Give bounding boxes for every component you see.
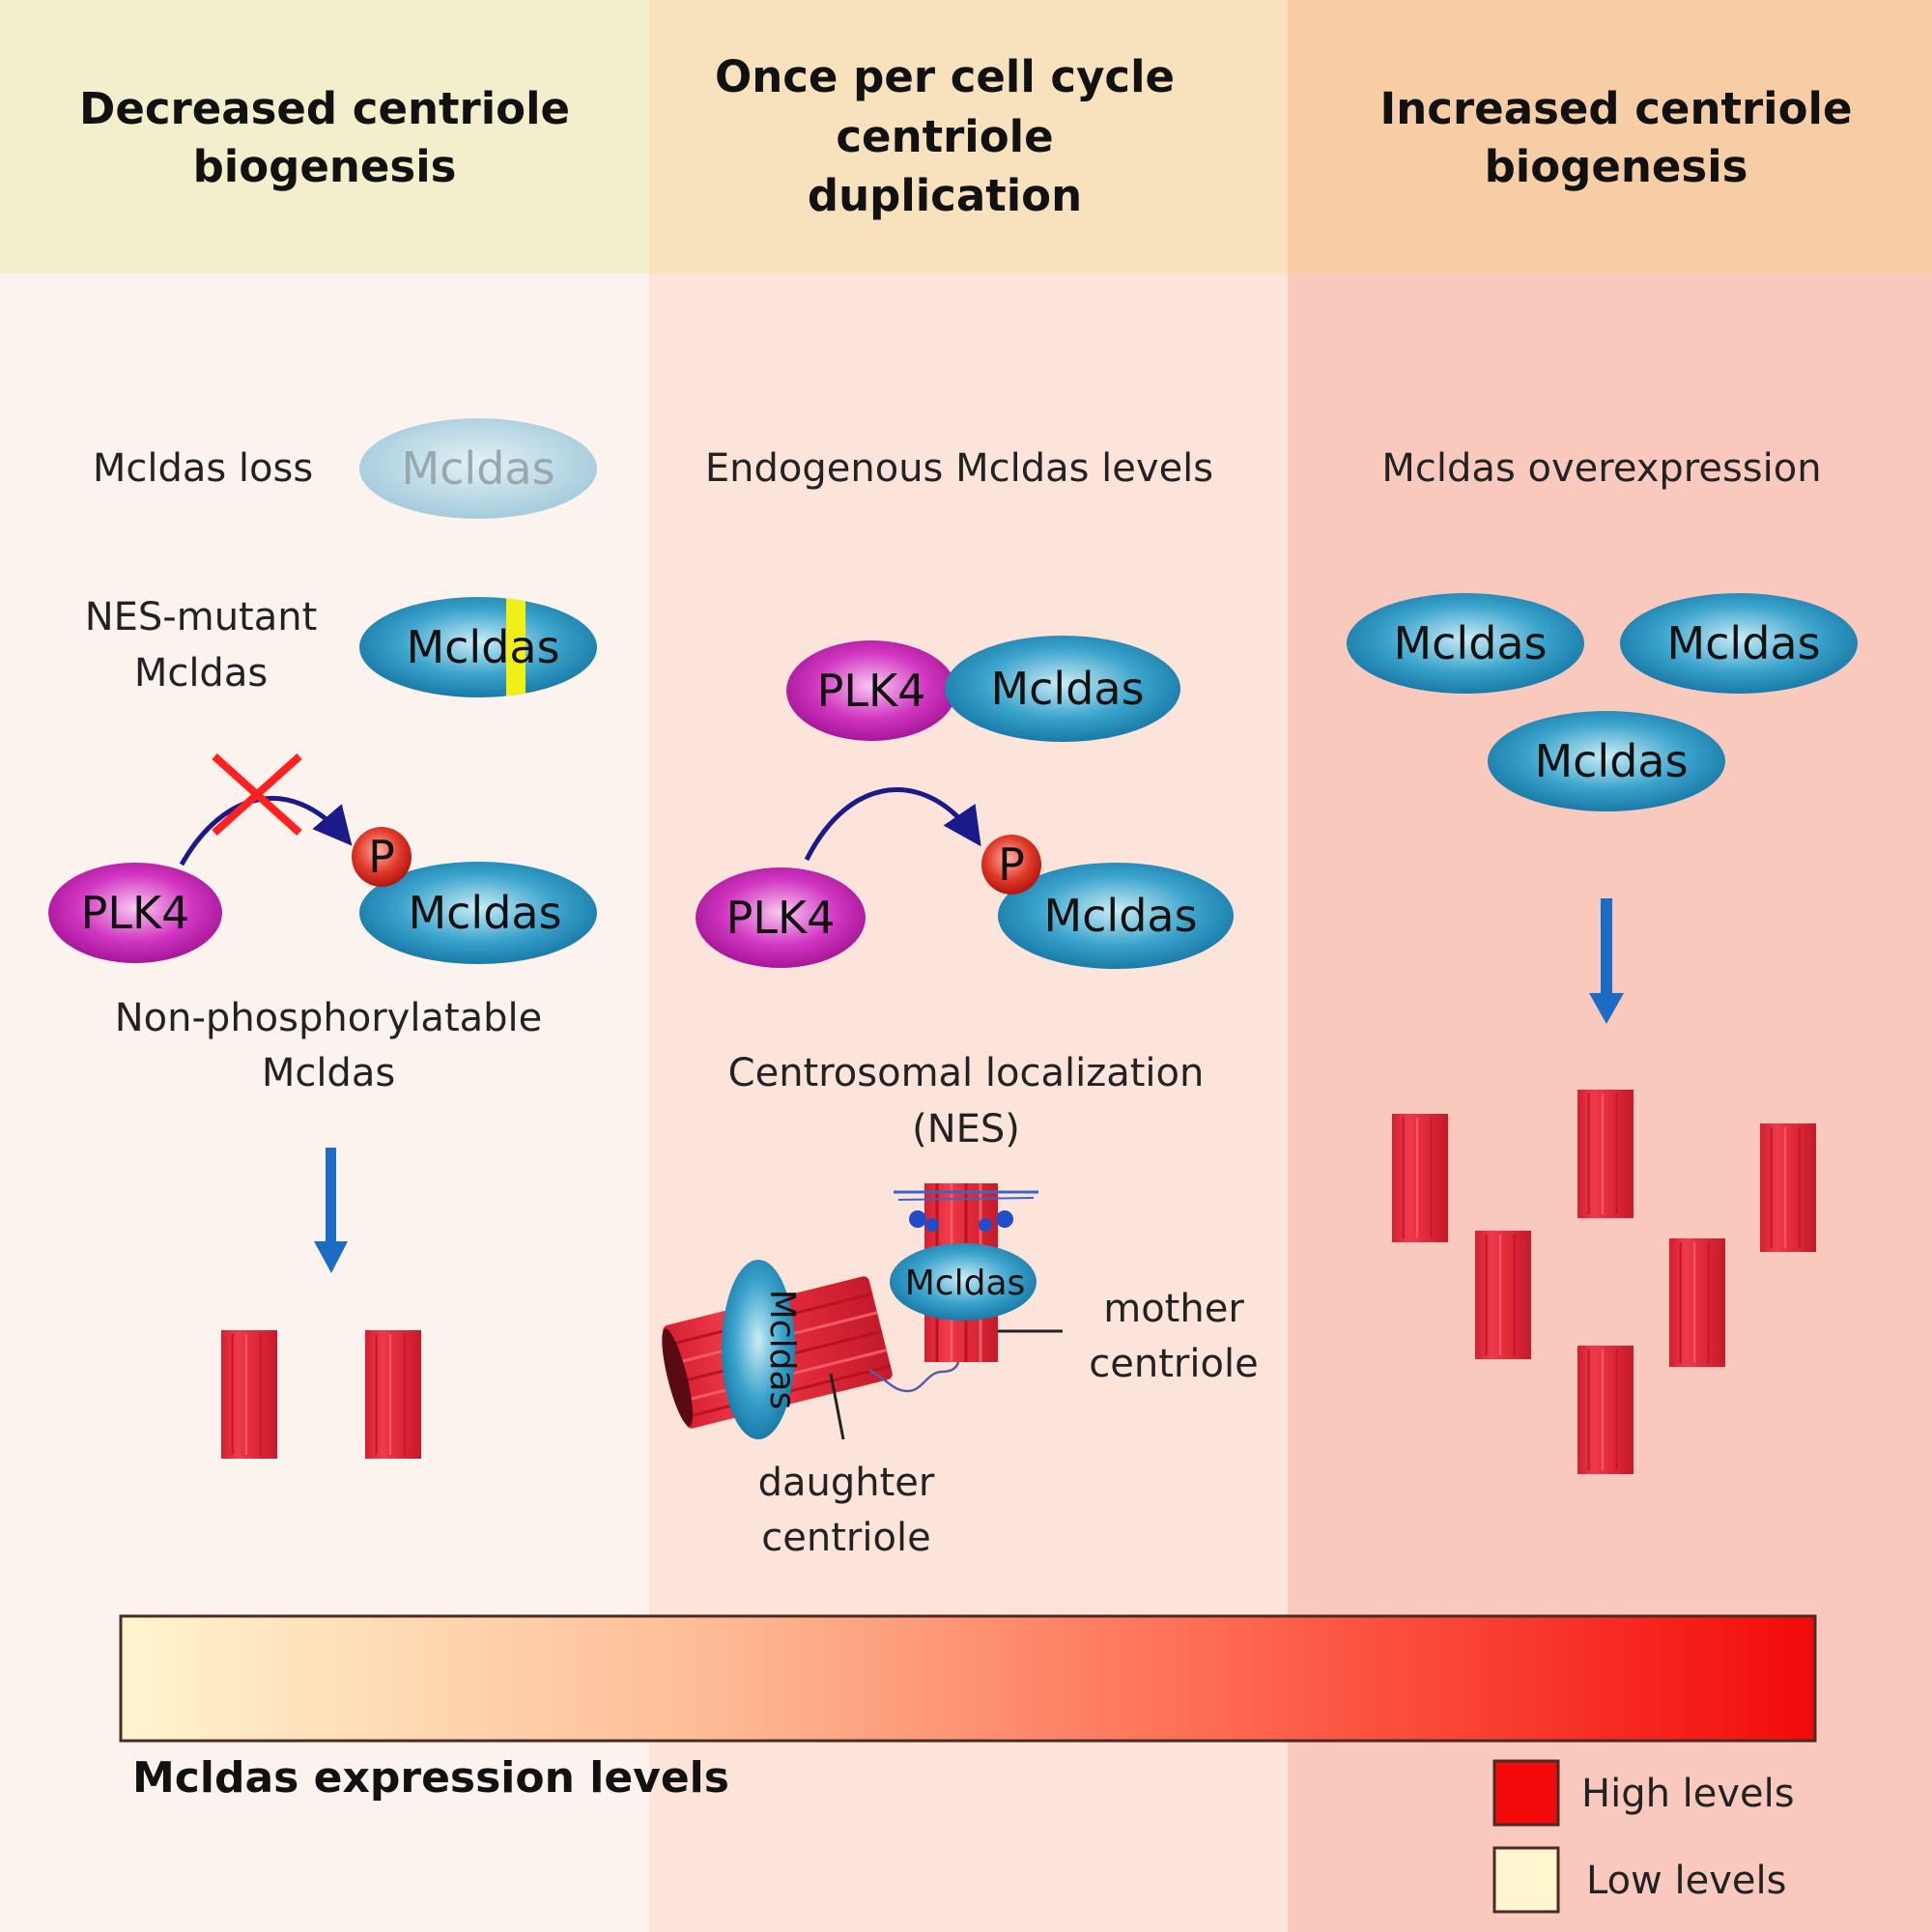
- col3-header-bg: [1288, 0, 1932, 273]
- overexpression-label: Mcldas overexpression: [1381, 446, 1821, 491]
- plk4-mcldas-complex: PLK4 Mcldas: [786, 636, 1180, 742]
- plk4-protein-col2: PLK4: [696, 867, 866, 968]
- svg-text:P: P: [998, 838, 1025, 891]
- legend: High levels Low levels: [1492, 1759, 1795, 1914]
- daughter-centriole-label-line1: daughter: [758, 1461, 935, 1505]
- legend-low-label: Low levels: [1586, 1859, 1786, 1903]
- svg-text:PLK4: PLK4: [726, 892, 836, 944]
- svg-text:Mcldas: Mcldas: [1043, 890, 1197, 942]
- legend-high-label: High levels: [1581, 1772, 1795, 1816]
- svg-text:Mcldas: Mcldas: [401, 442, 554, 495]
- mcldas-protein-overexp-2: Mcldas: [1620, 593, 1858, 694]
- mcldas-protein-overexp-3: Mcldas: [1488, 711, 1725, 811]
- expression-gradient-bar: [119, 1614, 1817, 1743]
- svg-text:Mcldas: Mcldas: [905, 1264, 1026, 1303]
- legend-low-swatch: [1492, 1846, 1560, 1914]
- col2-title-line1: Once per cell cycle: [715, 51, 1175, 102]
- col1-header-bg: [0, 0, 649, 273]
- legend-high-swatch: [1492, 1759, 1560, 1827]
- centriole: [1577, 1346, 1634, 1474]
- svg-text:PLK4: PLK4: [81, 887, 190, 939]
- mcldas-loss-label: Mcldas loss: [93, 446, 313, 491]
- svg-text:PLK4: PLK4: [817, 665, 926, 717]
- daughter-centriole-label-line2: centriole: [761, 1516, 930, 1560]
- centriole: [1760, 1123, 1816, 1252]
- down-arrow-icon-col1: [314, 1148, 348, 1273]
- svg-text:Mcldas: Mcldas: [1666, 617, 1820, 669]
- endogenous-levels-label: Endogenous Mcldas levels: [705, 446, 1213, 491]
- svg-text:Mcldas: Mcldas: [406, 621, 559, 673]
- phospho-site-col1: P: [352, 827, 412, 887]
- down-arrow-icon-col3: [1589, 898, 1624, 1024]
- centrioles-col1: [221, 1330, 421, 1459]
- distal-appendages: [894, 1190, 1038, 1232]
- mother-centriole-label-line1: mother: [1103, 1287, 1244, 1331]
- col2-body-bg: [649, 0, 1288, 1932]
- expression-scale-label: Mcldas expression levels: [132, 1753, 729, 1803]
- centrosomal-localization-label-line2: (NES): [912, 1107, 1020, 1151]
- mcldas-faded-protein: Mcldas: [359, 418, 597, 519]
- phospho-site-col2: P: [981, 835, 1041, 895]
- col1-body-bg: [0, 0, 649, 1932]
- nes-mutant-label-line1: NES-mutant: [85, 595, 318, 639]
- mcldas-protein-overexp-1: Mcldas: [1347, 593, 1584, 694]
- svg-text:Mcldas: Mcldas: [408, 887, 561, 939]
- plk4-protein-col1: PLK4: [48, 863, 222, 963]
- col1-title-line2: biogenesis: [193, 141, 457, 192]
- col1-title-line1: Decreased centriole: [79, 83, 570, 134]
- centriole: [1475, 1231, 1531, 1359]
- svg-text:Mcldas: Mcldas: [1534, 735, 1688, 787]
- centrosomal-localization-label-line1: Centrosomal localization: [728, 1051, 1205, 1095]
- mcldas-on-daughter: Mcldas: [722, 1260, 802, 1439]
- mcldas-substrate-col2: Mcldas: [998, 863, 1234, 969]
- svg-text:Mcldas: Mcldas: [990, 663, 1144, 715]
- centriole: [1577, 1090, 1634, 1218]
- centriole: [221, 1330, 277, 1459]
- svg-text:P: P: [368, 831, 395, 883]
- col2-title-line2: centriole: [836, 111, 1053, 162]
- non-phosphorylatable-label-line1: Non-phosphorylatable: [115, 996, 543, 1040]
- col3-title-line1: Increased centriole: [1380, 83, 1853, 134]
- blocked-cross-icon: [212, 753, 302, 836]
- centrioles-col3: [1392, 1090, 1816, 1474]
- centriole: [1392, 1114, 1448, 1242]
- centriole: [365, 1330, 421, 1459]
- mcldas-substrate-col1: Mcldas: [359, 862, 597, 964]
- mcldas-on-mother: Mcldas: [890, 1243, 1037, 1321]
- nes-mutation-stripe: [506, 597, 526, 697]
- linker-fiber: [868, 1356, 960, 1393]
- svg-text:Mcldas: Mcldas: [1393, 617, 1547, 669]
- mother-centriole-label-line2: centriole: [1089, 1342, 1258, 1386]
- mcldas-protein-complex: Mcldas: [945, 636, 1180, 742]
- phosphorylation-arrow: [804, 786, 981, 862]
- centriole: [1669, 1238, 1725, 1367]
- svg-text:Mcldas: Mcldas: [762, 1290, 802, 1410]
- col2-header-bg: [649, 0, 1288, 273]
- col2-title-line3: duplication: [808, 170, 1082, 221]
- non-phosphorylatable-label-line2: Mcldas: [262, 1051, 395, 1095]
- plk4-protein-complex: PLK4: [786, 640, 956, 741]
- centriole-pair: Mcldas Mcldas: [662, 1183, 1063, 1440]
- daughter-leader-line: [829, 1373, 845, 1440]
- nes-mutant-label-line2: Mcldas: [134, 651, 268, 696]
- nes-mutant-mcldas-protein: Mcldas: [359, 597, 597, 697]
- col3-title-line2: biogenesis: [1485, 141, 1748, 192]
